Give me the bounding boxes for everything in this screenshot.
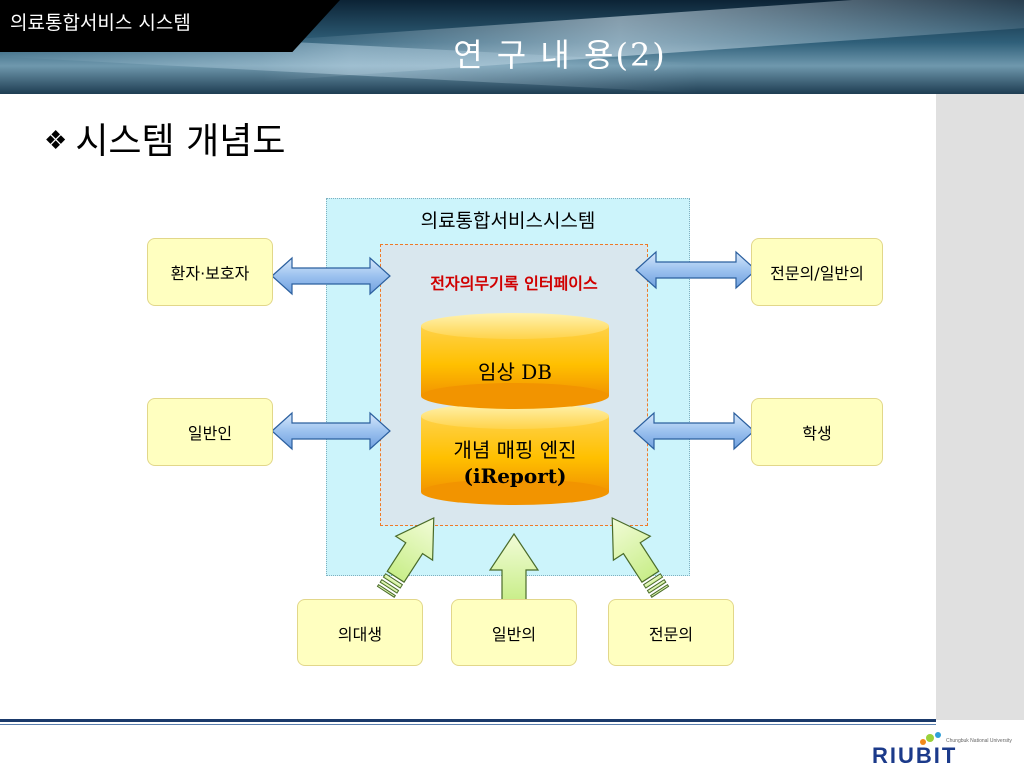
system-label: 의료통합서비스 시스템 bbox=[10, 12, 191, 34]
svg-text:Chungbuk National University: Chungbuk National University bbox=[946, 738, 1012, 744]
footer-rule bbox=[0, 719, 936, 722]
db-cylinder bbox=[421, 313, 609, 409]
node-patient-guardian: 환자·보호자 bbox=[147, 238, 273, 306]
double-arrow-left-bottom bbox=[271, 411, 391, 451]
node-student: 학생 bbox=[751, 398, 883, 466]
slide-title: 연 구 내 용(2) bbox=[453, 36, 667, 74]
db-label: 임상 DB bbox=[478, 360, 552, 384]
interface-title: 전자의무기록 인터페이스 bbox=[430, 274, 598, 293]
footer-rule-thin bbox=[0, 724, 936, 725]
svg-text:RIUBIT: RIUBIT bbox=[872, 743, 957, 766]
up-arrow-right bbox=[611, 517, 670, 598]
node-specialist-gp: 전문의/일반의 bbox=[751, 238, 883, 306]
engine-label: 개념 매핑 엔진 bbox=[453, 438, 577, 462]
section-heading-text: 시스템 개념도 bbox=[75, 121, 286, 162]
double-arrow-right-top bbox=[635, 250, 757, 290]
node-gp: 일반의 bbox=[451, 599, 577, 666]
right-sidebar bbox=[936, 94, 1024, 720]
engine-cylinder bbox=[421, 403, 609, 505]
system-label-box bbox=[0, 0, 340, 52]
node-medical-student: 의대생 bbox=[297, 599, 423, 666]
engine-sublabel: (iReport) bbox=[463, 464, 567, 488]
diamond-bullet-icon: ❖ bbox=[44, 126, 68, 156]
system-title: 의료통합서비스시스템 bbox=[420, 210, 596, 232]
double-arrow-right-bottom bbox=[633, 411, 755, 451]
riubit-logo: RIUBIT Chungbuk National University bbox=[868, 730, 1020, 768]
header-banner: 의료통합서비스 시스템 연 구 내 용(2) bbox=[0, 0, 1024, 94]
section-heading: ❖시스템 개념도 bbox=[44, 112, 285, 164]
node-general-public: 일반인 bbox=[147, 398, 273, 466]
double-arrow-left-top bbox=[271, 256, 391, 296]
up-arrow-left bbox=[376, 517, 435, 598]
riubit-logo-mark: RIUBIT Chungbuk National University bbox=[872, 732, 1012, 768]
node-specialist: 전문의 bbox=[608, 599, 734, 666]
